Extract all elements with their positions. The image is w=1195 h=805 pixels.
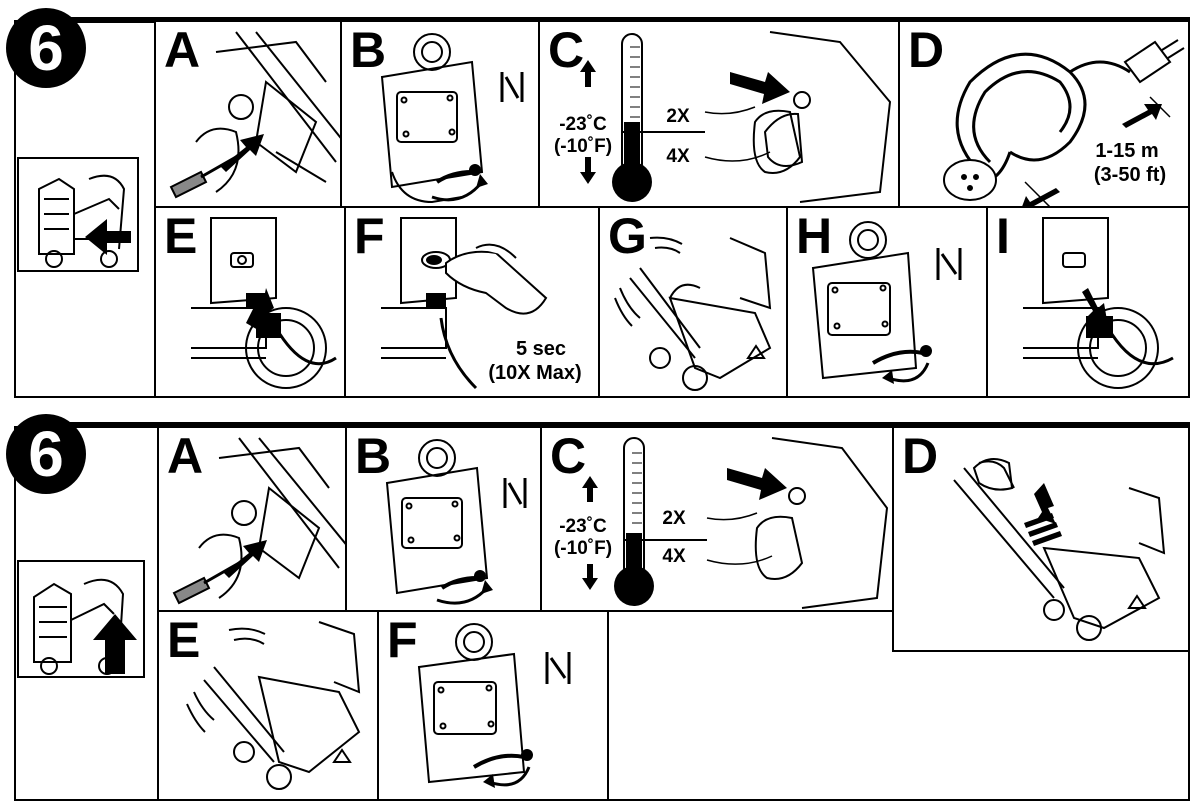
panel-1A: A: [154, 20, 342, 208]
snowblower-icon: [186, 621, 361, 790]
section1-thumbnail: [17, 157, 139, 272]
panel-letter: E: [167, 612, 201, 668]
panel-1C: C -23˚C (-10˚F) 2X 4X: [538, 20, 900, 208]
temp-celsius-label: -23˚C: [559, 114, 607, 135]
panel-letter: A: [167, 428, 204, 484]
snowblower-icon: [953, 458, 1166, 641]
section2-thumbnail: [17, 560, 145, 678]
cord-length-metric: 1-15 m: [1095, 140, 1159, 162]
choke-knob-icon: [436, 570, 493, 605]
arrow-icon: [727, 468, 787, 500]
choke-symbol-icon: [500, 72, 524, 102]
press-2x-label: 2X: [662, 508, 686, 529]
arrow-icon: [224, 540, 267, 578]
press-4x-label: 4X: [662, 546, 686, 567]
panel-letter: C: [548, 22, 585, 78]
panel-letter: A: [164, 22, 201, 78]
panel-1H: H: [786, 206, 988, 398]
panel-2B: B: [345, 426, 542, 612]
temp-fahrenheit-label: (-10˚F): [553, 538, 613, 559]
press-4x-label: 4X: [666, 146, 690, 167]
panel-letter: F: [354, 208, 385, 264]
panel-2A: A: [157, 426, 347, 612]
snowblower-icon: [38, 174, 131, 268]
panel-letter: D: [902, 428, 939, 484]
arrow-icon: [1082, 288, 1108, 326]
plug-in-illustration: [191, 217, 337, 389]
choke-knob-icon: [431, 164, 488, 202]
panel-letter: H: [796, 208, 833, 264]
primer-button-icon: [763, 31, 892, 203]
panel-letter: E: [164, 208, 198, 264]
choke-knob-icon: [472, 749, 533, 788]
primer-time-label: 5 sec: [515, 338, 567, 360]
extension-cord-icon: [943, 39, 1185, 206]
engine-panel-icon: [380, 33, 524, 204]
hand-icon: [752, 109, 802, 174]
panel-1G: G: [598, 206, 788, 398]
cord-length-imperial: (3-50 ft): [1093, 164, 1167, 186]
panel-1D: D 1-15 m (3-50 ft): [898, 20, 1190, 208]
choke-symbol-icon: [503, 478, 527, 508]
panel-letter: B: [355, 428, 392, 484]
hand-icon: [754, 515, 804, 580]
primer-button-icon: [381, 217, 548, 390]
panel-letter: G: [608, 208, 647, 264]
pull-cord-icon: [172, 576, 211, 605]
panel-letter: F: [387, 612, 418, 668]
choke-lever-illustration: [172, 437, 345, 605]
snowblower-icon: [614, 236, 772, 391]
temp-fahrenheit-label: (-10˚F): [553, 136, 613, 157]
hand-icon: [972, 458, 1014, 491]
arrow-icon: [1022, 188, 1060, 206]
panel-letter: D: [908, 22, 945, 78]
panel-2C: C -23˚C (-10˚F) 2X 4X: [540, 426, 894, 612]
choke-symbol-icon: [936, 248, 962, 280]
panel-1I: I: [986, 206, 1190, 398]
arrow-icon: [221, 134, 264, 172]
engine-panel-icon: [385, 439, 527, 605]
engine-panel-icon: [417, 623, 571, 788]
panel-1F: F 5 sec (10X Max): [344, 206, 600, 398]
arrow-icon: [93, 614, 137, 674]
panel-2D: D: [892, 426, 1190, 652]
choke-lever-illustration: [169, 31, 340, 199]
arrow-icon: [85, 219, 131, 255]
choke-symbol-icon: [545, 652, 571, 684]
panel-letter: C: [550, 428, 587, 484]
panel-2F: F: [377, 610, 609, 801]
press-2x-label: 2X: [666, 106, 690, 127]
panel-letter: B: [350, 22, 387, 78]
arrow-icon: [1122, 104, 1162, 128]
arrow-icon: [730, 72, 790, 104]
snowblower-icon: [33, 578, 137, 675]
panel-letter: I: [996, 208, 1010, 264]
panel-1E: E: [154, 206, 346, 398]
panel-2E: E: [157, 610, 379, 801]
primer-max-label: (10X Max): [488, 362, 582, 384]
choke-knob-icon: [871, 345, 932, 384]
panel-1B: B: [340, 20, 540, 208]
arrow-icon: [246, 288, 274, 330]
thermometer-icon: [580, 31, 892, 203]
temp-celsius-label: -23˚C: [559, 516, 607, 537]
primer-button-icon: [771, 437, 889, 609]
engine-panel-icon: [811, 221, 962, 384]
unplug-illustration: [1023, 217, 1174, 389]
hand-icon: [445, 243, 548, 315]
section2-top-rule: [60, 422, 1190, 428]
thermometer-icon: [582, 437, 889, 609]
